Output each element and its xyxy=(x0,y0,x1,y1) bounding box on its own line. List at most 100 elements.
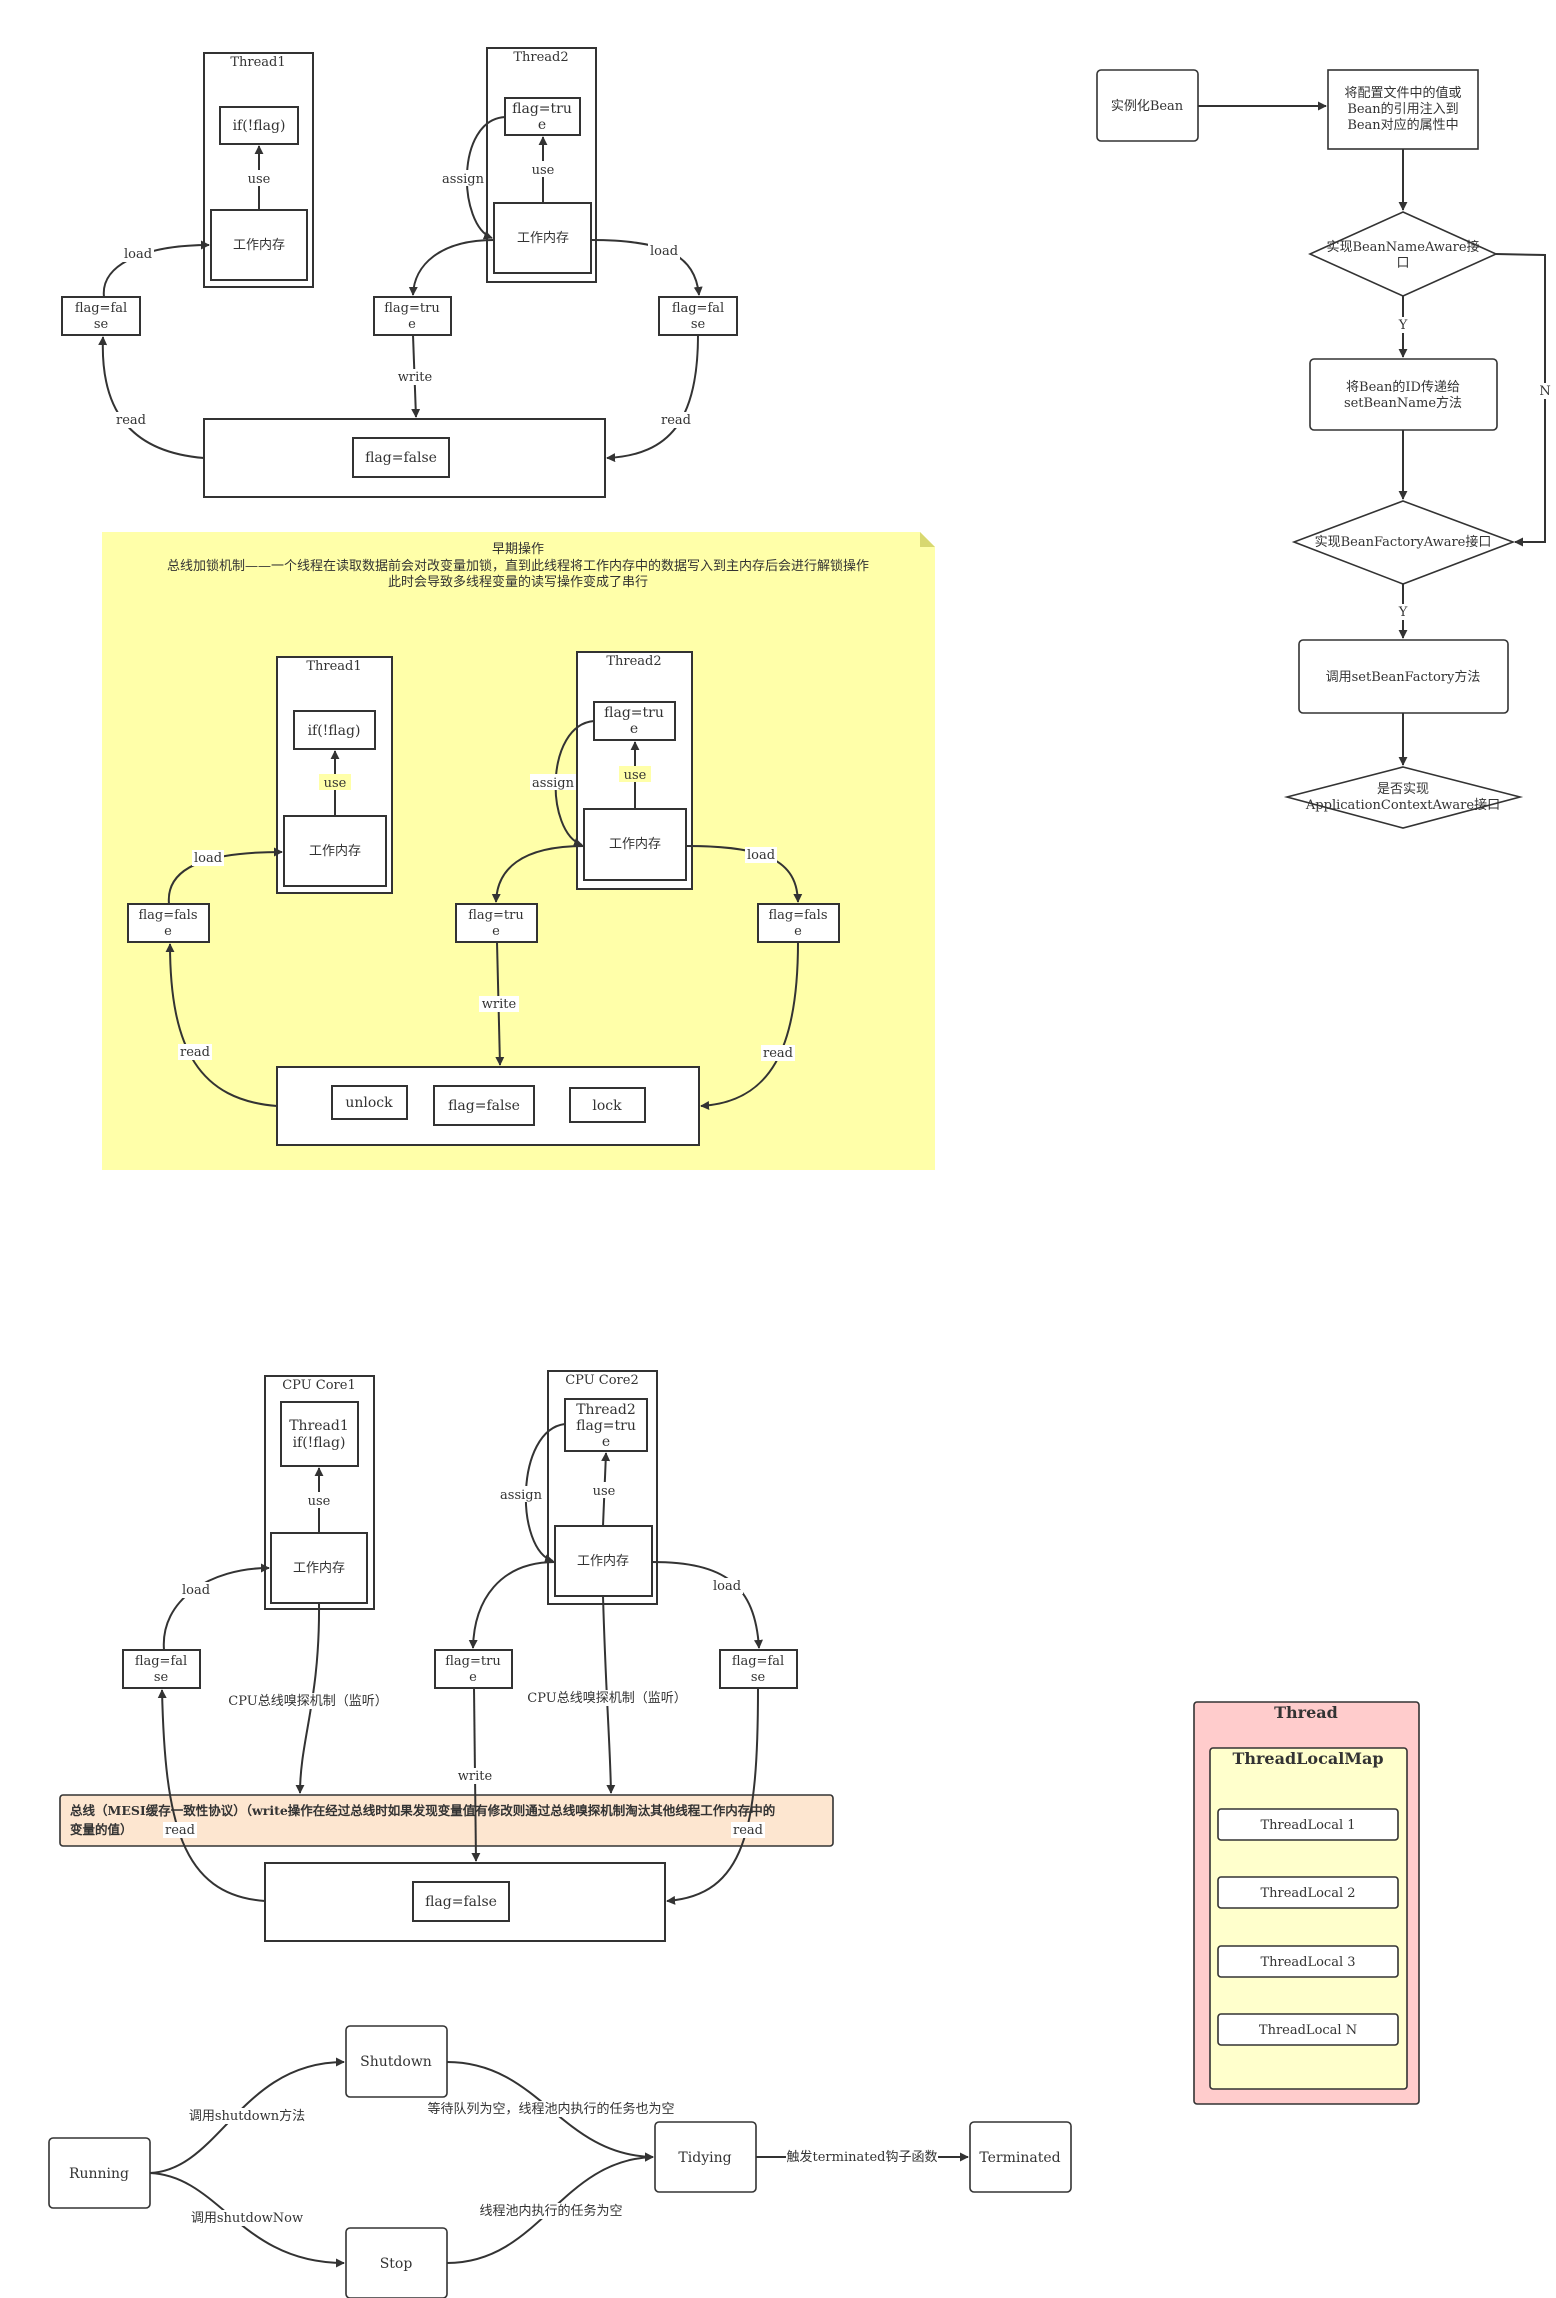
n-unlock-node[interactable] xyxy=(331,1085,408,1120)
n-t2-flag-node[interactable] xyxy=(593,701,676,741)
c2-work-memory[interactable] xyxy=(554,1525,653,1597)
n-flag-false-left[interactable] xyxy=(127,903,210,943)
threadlocal-item-1[interactable] xyxy=(1217,1808,1399,1841)
t2-work-memory[interactable] xyxy=(493,202,592,274)
threadlocalmap-title: ThreadLocalMap xyxy=(1232,1749,1383,1768)
t2-flag-node[interactable] xyxy=(504,97,581,136)
note-fold xyxy=(920,532,935,547)
threadlocal-item-3-label: ThreadLocal 3 xyxy=(1260,1955,1355,1970)
lbl-use-2: use xyxy=(532,163,555,178)
n-lbl-load-1: load xyxy=(194,851,222,866)
setname-l2: setBeanName方法 xyxy=(1344,395,1462,411)
m-ffl-l1: flag=fal xyxy=(135,1654,187,1669)
lbl-write: write xyxy=(398,370,433,385)
n-ffr-l1: flag=fals xyxy=(768,908,827,923)
setfactory-label: 调用setBeanFactory方法 xyxy=(1326,669,1481,685)
threadlocal-item-1-label: ThreadLocal 1 xyxy=(1260,1818,1355,1833)
threadlocal-item-2[interactable] xyxy=(1217,1876,1399,1909)
lbl-hook: 触发terminated钩子函数 xyxy=(787,2149,938,2165)
bus-line2: 变量的值） xyxy=(70,1822,133,1837)
lbl-shutdownnow-method: 调用shutdowNow xyxy=(191,2211,303,2226)
aware3-l2: ApplicationContextAware接口 xyxy=(1305,797,1500,813)
m-ftm-l2: e xyxy=(469,1670,477,1685)
edge-t2-to-mid xyxy=(408,239,495,296)
t1-l2: if(!flag) xyxy=(293,1435,346,1451)
jmm-diagram: Thread1 if(!flag) 工作内存 Thread2 flag=tru … xyxy=(61,47,738,498)
lbl-read-left: read xyxy=(116,413,146,428)
lbl-y1: Y xyxy=(1398,318,1408,333)
n-t2-flag-l1: flag=tru xyxy=(604,705,664,721)
m-lbl-read-right: read xyxy=(733,1823,763,1838)
state-terminated-label: Terminated xyxy=(979,2150,1060,2166)
m-flag-true-mid[interactable] xyxy=(434,1649,513,1689)
lbl-queue-empty: 等待队列为空，线程池内执行的任务也为空 xyxy=(427,2101,674,2117)
m-lbl-read-left: read xyxy=(165,1823,195,1838)
n-ffl-l2: e xyxy=(164,924,172,939)
node-instantiate-label: 实例化Bean xyxy=(1111,99,1184,114)
main-flag-node[interactable] xyxy=(352,437,450,478)
ftm-l1: flag=tru xyxy=(384,301,439,316)
m-main-flag-node[interactable] xyxy=(412,1881,510,1922)
t2-flag-l2: e xyxy=(538,117,546,133)
m-edge-load-2 xyxy=(651,1561,763,1649)
ffl-l2: se xyxy=(94,317,109,332)
flag-false-left[interactable] xyxy=(61,296,141,336)
bus-line1: 总线（MESI缓存一致性协议）（write操作在经过总线时如果发现变量值有修改则… xyxy=(70,1803,775,1818)
inject-l2: Bean的引用注入到 xyxy=(1347,101,1458,117)
aware1-l2: 口 xyxy=(1396,256,1409,271)
c2-work-memory-label: 工作内存 xyxy=(577,1553,629,1569)
threadlocal-item-3[interactable] xyxy=(1217,1945,1399,1978)
if-flag-node[interactable] xyxy=(219,106,299,145)
thread1-title: Thread1 xyxy=(230,55,285,70)
m-flag-false-left[interactable] xyxy=(122,1649,201,1689)
n-main-flag-node[interactable] xyxy=(433,1085,535,1126)
edge-load-1 xyxy=(102,240,210,298)
thread-pool-states: Running Shutdown Stop Tidying Terminated… xyxy=(48,2025,1072,2298)
n-lock-label: lock xyxy=(592,1098,622,1114)
t1-node[interactable] xyxy=(280,1401,359,1467)
lbl-assign: assign xyxy=(442,172,485,187)
core2-title: CPU Core2 xyxy=(565,1373,639,1388)
t2-l3: e xyxy=(602,1434,610,1450)
decision-appcontext-aware[interactable] xyxy=(1283,766,1524,829)
thread-local-map: Thread ThreadLocalMap ThreadLocal 1 Thre… xyxy=(1193,1701,1420,2105)
threadlocal-item-2-label: ThreadLocal 2 xyxy=(1260,1886,1355,1901)
setname-l1: 将Bean的ID传递给 xyxy=(1346,379,1460,395)
n-lbl-use-1: use xyxy=(324,776,347,791)
m-lbl-load-1: load xyxy=(182,1583,210,1598)
m-lbl-use-2: use xyxy=(593,1484,616,1499)
bus-bar[interactable] xyxy=(59,1794,834,1847)
note-line2: 此时会导致多线程变量的读写操作变成了串行 xyxy=(388,574,648,590)
edge-read-left xyxy=(98,336,205,459)
n-if-flag-label: if(!flag) xyxy=(308,723,361,739)
flag-true-mid[interactable] xyxy=(373,296,452,336)
n-lock-node[interactable] xyxy=(569,1087,646,1123)
n-ftm-l1: flag=tru xyxy=(468,908,523,923)
n-if-flag-node[interactable] xyxy=(293,710,376,750)
n-flag-false-right[interactable] xyxy=(757,903,840,943)
t1-l1: Thread1 xyxy=(289,1418,349,1434)
state-running-label: Running xyxy=(69,2166,129,2182)
b-edge-n xyxy=(1495,253,1546,547)
n-flag-true-mid[interactable] xyxy=(455,903,538,943)
m-edge-read-left xyxy=(157,1689,266,1902)
if-flag-label: if(!flag) xyxy=(233,118,286,134)
mesi-diagram: CPU Core1 Thread1 if(!flag) 工作内存 CPU Cor… xyxy=(59,1370,834,1942)
lbl-load-2: load xyxy=(650,244,678,259)
c1-work-memory[interactable] xyxy=(270,1532,368,1604)
lbl-y2: Y xyxy=(1398,605,1408,620)
lbl-shutdown-method: 调用shutdown方法 xyxy=(189,2108,305,2124)
m-lbl-load-2: load xyxy=(713,1579,741,1594)
m-edge-t2-to-mid xyxy=(468,1561,556,1649)
bean-lifecycle: 实例化Bean 将配置文件中的值或 Bean的引用注入到 Bean对应的属性中 … xyxy=(1096,69,1552,829)
m-ffl-l2: se xyxy=(154,1670,169,1685)
n-edge-t2-to-mid xyxy=(491,845,585,903)
state-terminated[interactable] xyxy=(969,2121,1072,2193)
node-inject[interactable] xyxy=(1327,69,1479,150)
m-ftm-l1: flag=tru xyxy=(445,1654,500,1669)
note-title: 早期操作 xyxy=(492,541,544,557)
threadlocal-item-n[interactable] xyxy=(1217,2013,1399,2046)
m-main-flag-label: flag=false xyxy=(425,1894,497,1910)
n-lbl-write: write xyxy=(482,997,517,1012)
note-line1: 总线加锁机制——一个线程在读取数据前会对改变量加锁，直到此线程将工作内存中的数据… xyxy=(167,558,869,574)
